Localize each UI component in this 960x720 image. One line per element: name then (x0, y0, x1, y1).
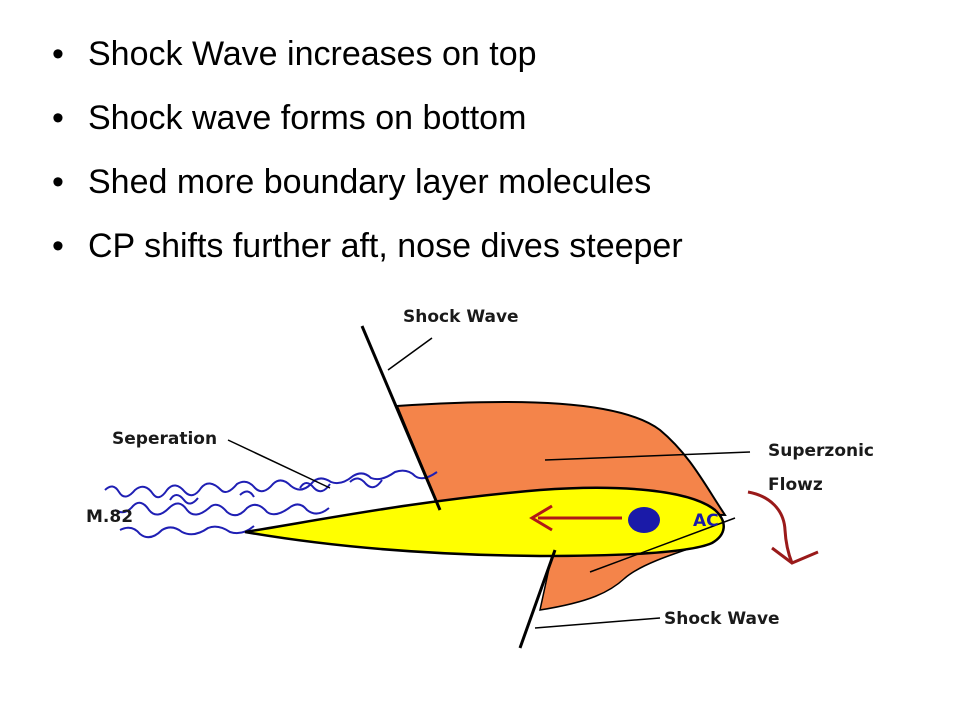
airfoil (244, 486, 725, 558)
label-shock-wave-top: Shock Wave (403, 307, 519, 327)
supersonic-leader-bottom (589, 517, 736, 573)
pitch-arrowhead (771, 546, 819, 565)
bullet-text: Shock wave forms on bottom (88, 99, 527, 137)
shock-wave-top-line (360, 325, 442, 511)
shock-wave-top-leader (387, 337, 433, 371)
bullet-item: • CP shifts further aft, nose dives steep… (52, 226, 932, 266)
supersonic-region-top (395, 400, 727, 517)
bullet-text: CP shifts further aft, nose dives steepe… (88, 227, 683, 265)
label-ac: AC (693, 511, 719, 531)
shock-wave-bottom-line (518, 549, 557, 649)
bullet-icon: • (52, 227, 64, 265)
label-mach: M.82 (86, 507, 133, 527)
bullet-item: • Shock Wave increases on top (52, 34, 932, 74)
cp-marker (628, 507, 660, 533)
supersonic-region-bottom (539, 544, 701, 611)
bullet-icon: • (52, 163, 64, 201)
label-separation: Seperation (112, 429, 217, 449)
label-supersonic-1: Superzonic (768, 441, 874, 461)
label-supersonic-2: Flowz (768, 475, 823, 495)
bullet-text: Shed more boundary layer molecules (88, 163, 652, 201)
bullet-icon: • (52, 35, 64, 73)
cp-shift-arrowhead (529, 504, 553, 532)
supersonic-leader-top (544, 451, 751, 461)
label-shock-wave-bottom: Shock Wave (664, 609, 780, 629)
pitch-arrow (747, 490, 794, 564)
shock-wave-bottom-leader (534, 617, 661, 629)
bullet-text: Shock Wave increases on top (88, 35, 537, 73)
bullet-item: • Shed more boundary layer molecules (52, 162, 932, 202)
bullet-icon: • (52, 99, 64, 137)
separation-leader (227, 439, 331, 489)
bullet-list: • Shock Wave increases on top • Shock wave… (52, 34, 932, 290)
separation-turbulence (104, 469, 438, 539)
airfoil-shock-diagram: Shock Wave Seperation M.82 Superzonic Fl… (86, 307, 874, 649)
bullet-item: • Shock wave forms on bottom (52, 98, 932, 138)
